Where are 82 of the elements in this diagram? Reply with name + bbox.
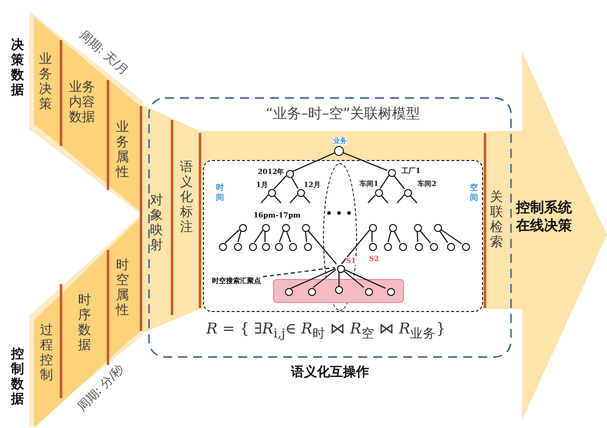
tree-branch: [419, 230, 431, 244]
tree-node-circle: [219, 243, 227, 251]
tree-node-circle: [447, 243, 455, 251]
stage-label: 业务决策: [39, 52, 54, 112]
tree-node-circle: [308, 288, 316, 296]
tree-branch: [224, 229, 240, 244]
tree-branch: [342, 268, 386, 289]
tree-branch: [290, 194, 298, 204]
tree-branch: [341, 230, 370, 264]
tree-branch: [286, 230, 292, 242]
tree-node-circle: [399, 243, 407, 251]
tree-node-circle: [414, 224, 422, 232]
tree-node-circle: [304, 243, 312, 251]
tree-branch: [368, 194, 376, 204]
stage-label: 语义化标注: [180, 160, 195, 235]
tree-node-circle: [262, 224, 270, 232]
tree-branch: [304, 230, 308, 242]
tree-branch: [343, 152, 388, 172]
tree-branch: [273, 194, 282, 204]
tree-node-circle: [289, 243, 297, 251]
period-label: 周期: 分/秒: [74, 360, 128, 416]
tree-branch: [307, 230, 337, 264]
tree-node-circle: [384, 243, 392, 251]
tree-branch: [290, 176, 298, 189]
tree-branch: [290, 268, 336, 289]
tree-branch: [416, 230, 418, 242]
tree-node-circle: [239, 224, 247, 232]
tree-node-circle: [387, 288, 395, 296]
tree-node-circle: [302, 224, 310, 232]
tree-branch: [278, 230, 284, 242]
tree-node-circle: [369, 224, 377, 232]
tree-node-circle: [262, 243, 270, 251]
tree-branch: [292, 152, 335, 172]
tree-branch: [371, 231, 373, 242]
side-label: 决策数据: [11, 38, 25, 98]
tree-panel: [203, 160, 483, 312]
formula: R = { ∃R$_{i,j}$∈ R$_{时}$ ⋈ R$_{空}$ ⋈ R$_{业务}$}: [206, 320, 446, 342]
tree-node-circle: [389, 224, 397, 232]
stage-label: 时空属性: [116, 258, 131, 318]
tree-branch: [302, 194, 310, 204]
stage-label: 业务内容数据: [69, 80, 98, 125]
decision-text: 控制系统在线决策: [516, 199, 578, 237]
tree-branch: [380, 194, 388, 204]
tree-branch: [254, 230, 264, 243]
tree-branch: [440, 228, 462, 244]
stage-label: 关联检索: [490, 190, 505, 250]
highlight-box: [273, 279, 404, 303]
tree-branch: [387, 230, 392, 242]
tree-node-circle: [434, 224, 442, 232]
tree-node-circle: [234, 243, 242, 251]
tree-branch: [380, 175, 390, 189]
tree-branch: [264, 231, 266, 242]
group-title: 语义化互操作: [291, 364, 369, 381]
stage-label: 时序数据: [78, 293, 93, 353]
tree-branch: [273, 176, 287, 190]
panel-title: “业务–时–空”关联树模型: [266, 105, 420, 123]
side-label: 控制数据: [11, 347, 25, 407]
tree-node-circle: [249, 243, 257, 251]
tree-branch: [342, 269, 364, 288]
tree-branch: [396, 194, 405, 204]
tree-branch: [438, 230, 448, 243]
axis-label: 空间: [470, 183, 479, 203]
stage-label: 过程控制: [40, 323, 55, 383]
tree-node-circle: [285, 288, 293, 296]
tree-branch: [237, 230, 242, 242]
tree-node-circle: [462, 243, 470, 251]
tree-branch: [393, 174, 405, 190]
axis-label: 时间: [216, 183, 225, 203]
tree-node-circle: [365, 288, 373, 296]
tree-node-circle: [430, 243, 438, 251]
leader-line: [262, 266, 336, 278]
tree-node-circle: [415, 243, 423, 251]
tree-branch: [260, 194, 269, 204]
tree-node-circle: [282, 224, 290, 232]
stage-label: 对象映射: [150, 193, 165, 253]
tree-node-circle: [275, 243, 283, 251]
tree-branch: [312, 269, 336, 288]
tree-branch: [338, 271, 340, 286]
tree-branch: [393, 230, 401, 243]
stage-label: 业务属性: [116, 120, 131, 180]
tree-branch: [409, 194, 418, 204]
period-label: 周期: 天/月: [76, 26, 132, 80]
